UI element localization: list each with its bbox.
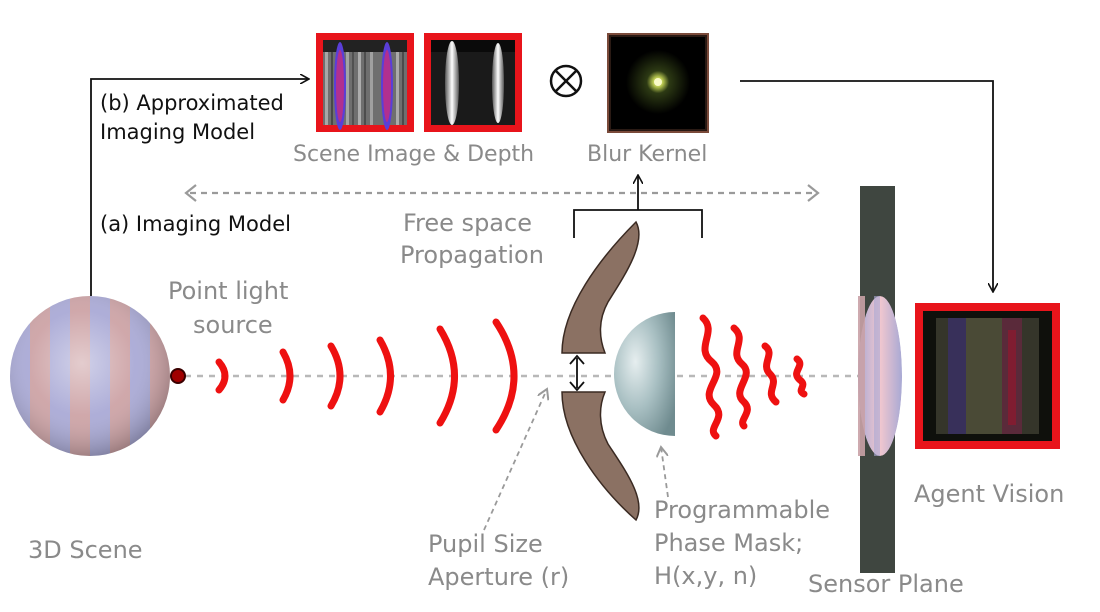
sensor-plane-label: Sensor Plane	[808, 570, 964, 598]
phase-mask-label-2: Phase Mask;	[654, 529, 803, 557]
phase-mask-label-3: H(x,y, n)	[654, 562, 757, 590]
kernel-to-vision-arrow	[740, 80, 993, 291]
blur-kernel-label: Blur Kernel	[587, 142, 707, 167]
point-light-label-2: source	[193, 311, 273, 339]
phase-mask-label-1: Programmable	[654, 496, 830, 524]
scene-image-thumbnail	[316, 33, 414, 132]
agent-vision-label: Agent Vision	[914, 480, 1064, 508]
diverging-wavefronts	[215, 318, 518, 434]
blur-kernel-image	[607, 33, 709, 133]
imaging-model-span-arrow	[184, 184, 820, 202]
scene-sphere	[10, 296, 170, 456]
imaging-model-label: (a) Imaging Model	[100, 212, 291, 236]
aperture-size-arrow	[569, 354, 585, 392]
approx-model-label-2: Imaging Model	[100, 120, 255, 144]
phase-mask-pointer	[661, 447, 669, 498]
free-space-label-2: Propagation	[400, 241, 544, 269]
agent-vision-image	[915, 303, 1060, 449]
aperture-lower-lens	[561, 391, 640, 522]
convolution-operator	[549, 64, 583, 98]
free-space-label-1: Free space	[403, 209, 532, 237]
pupil-label-1: Pupil Size	[428, 530, 543, 558]
point-light-source	[170, 368, 186, 384]
modulated-wavefronts	[699, 314, 808, 440]
point-light-label-1: Point light	[168, 277, 288, 305]
scene-3d-label: 3D Scene	[28, 536, 143, 564]
pupil-pointer	[483, 389, 547, 531]
phase-mask	[614, 312, 675, 436]
depth-map-thumbnail	[424, 33, 522, 132]
sensor-plane	[858, 186, 902, 573]
scene-image-depth-label: Scene Image & Depth	[293, 142, 534, 167]
aperture-upper-lens	[561, 220, 640, 354]
approx-model-label-1: (b) Approximated	[100, 91, 284, 115]
approx-model-flow-arrow	[90, 79, 308, 296]
pupil-label-2: Aperture (r)	[428, 563, 569, 591]
